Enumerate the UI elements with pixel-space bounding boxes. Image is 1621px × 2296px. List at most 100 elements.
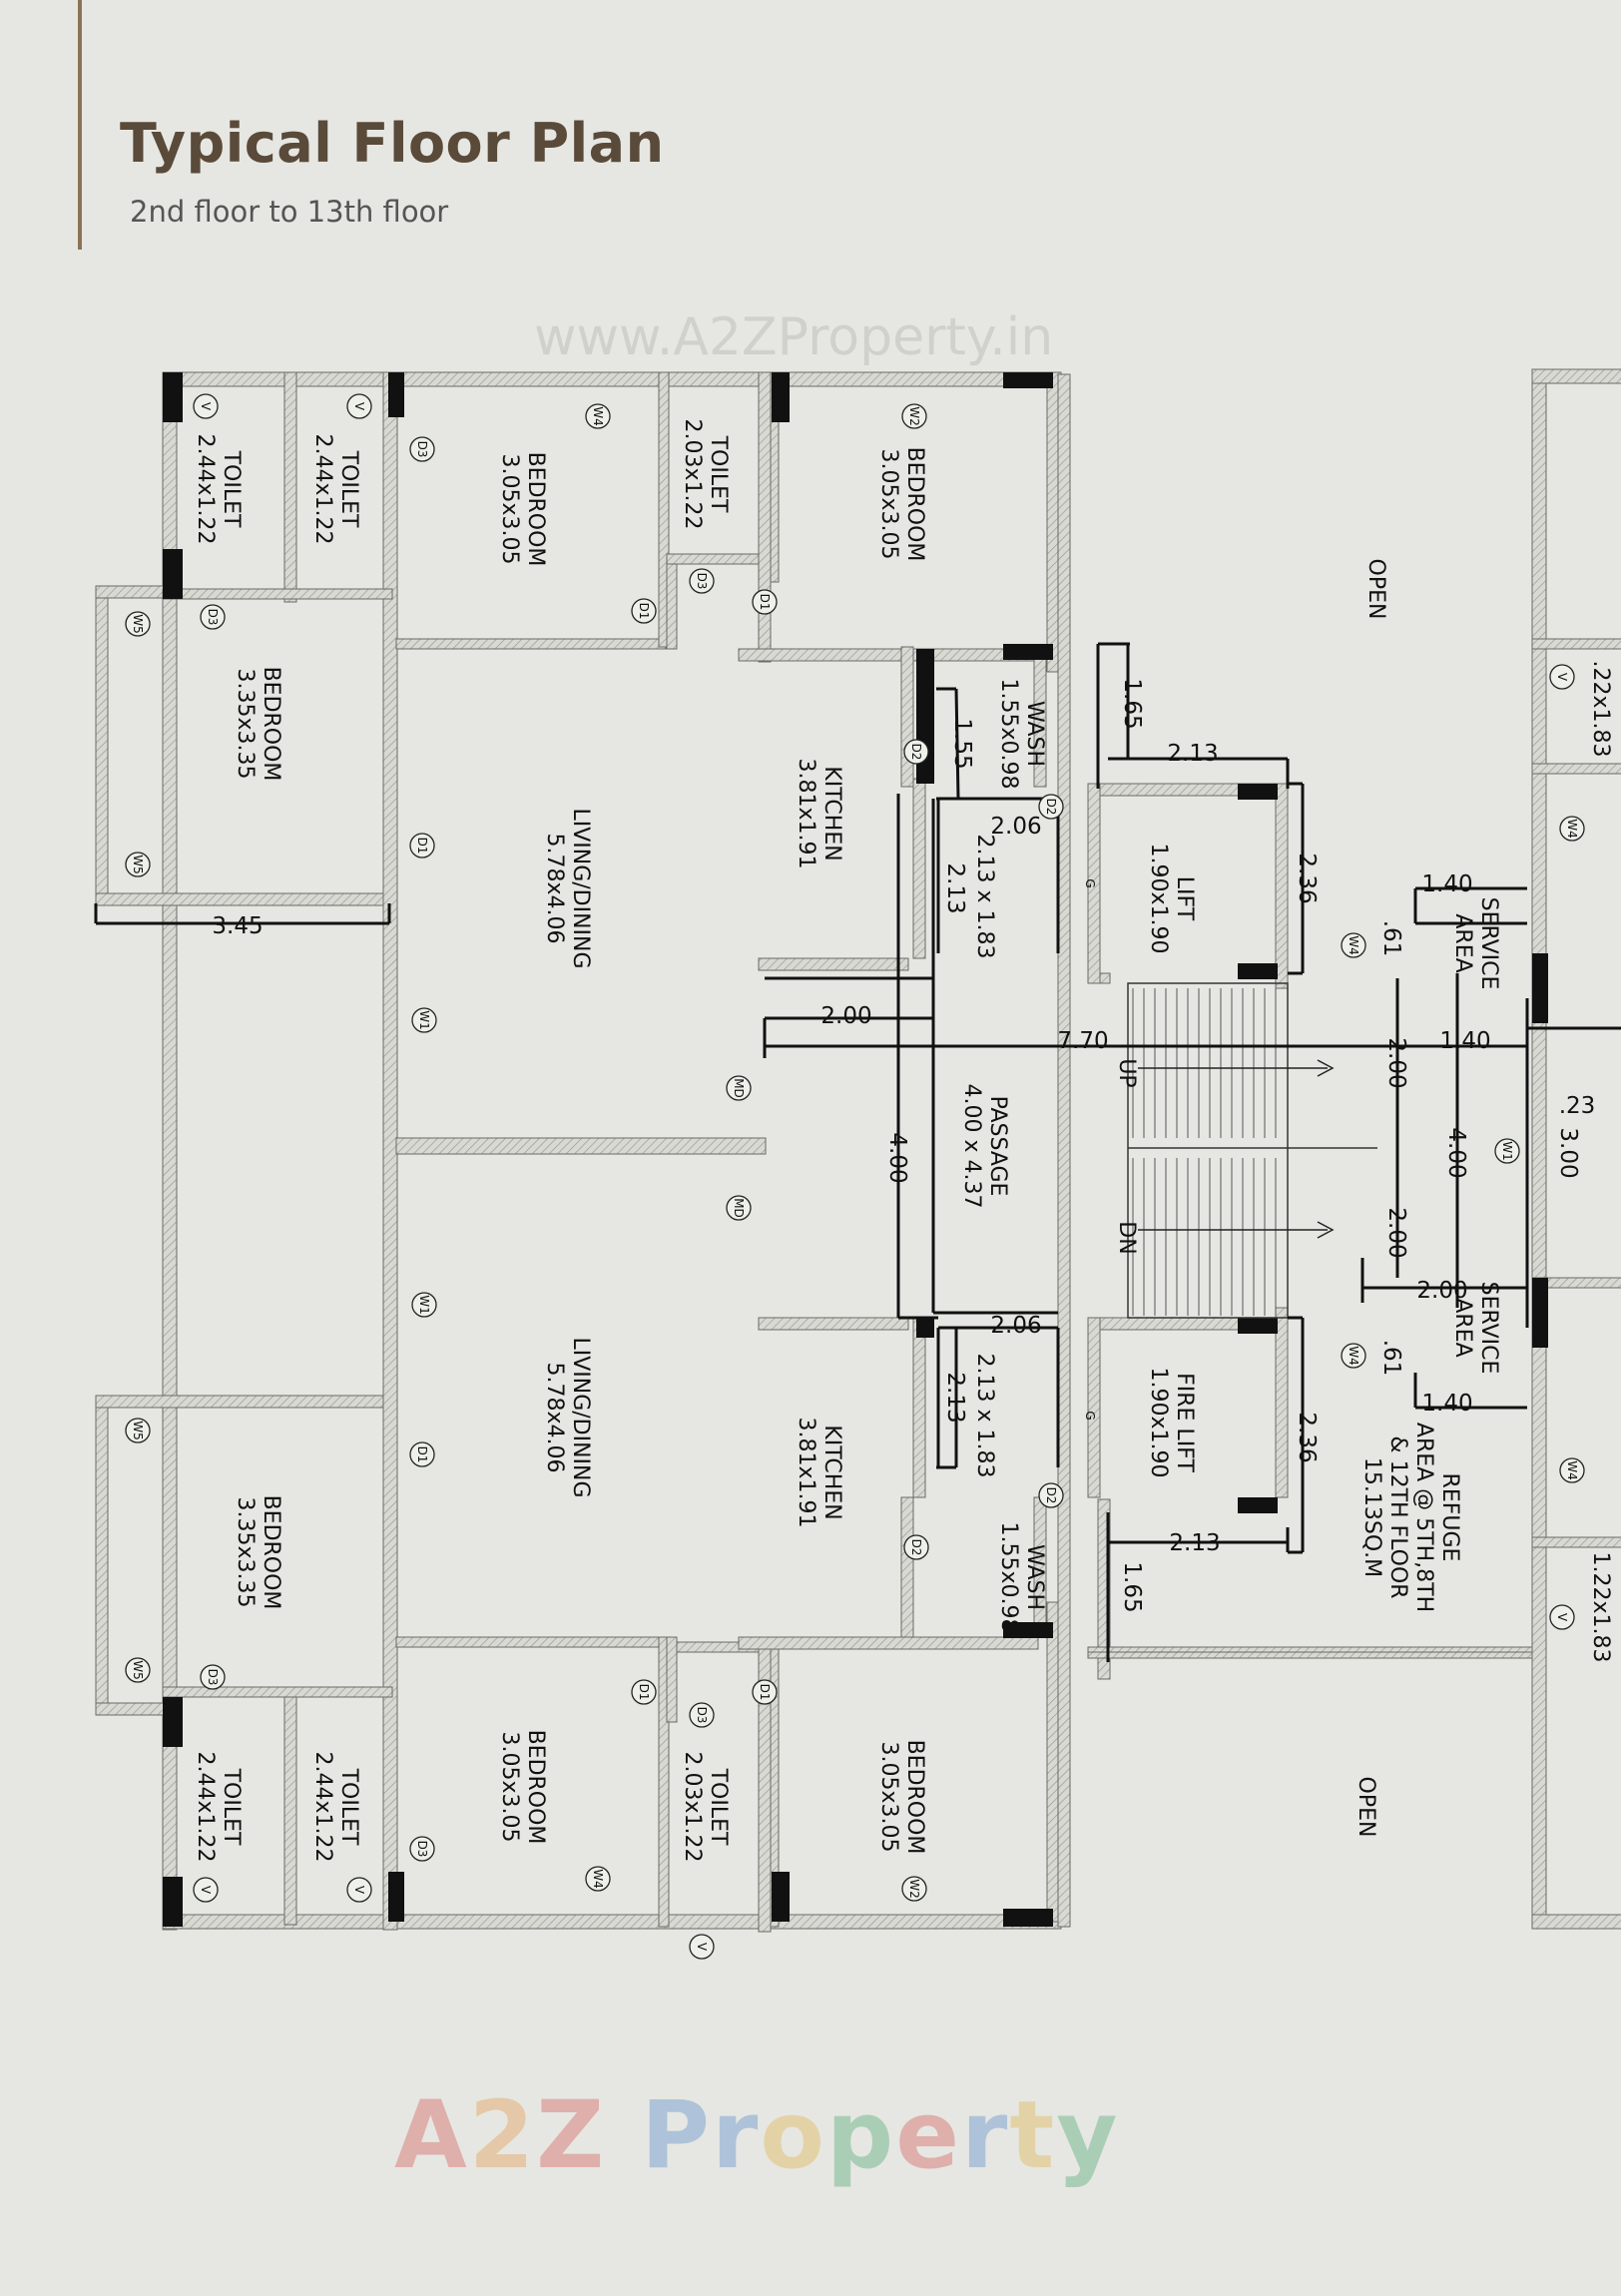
room-label-bedroom-bottom-right: BEDROOM3.05x3.05 bbox=[876, 1740, 927, 1855]
tag-label: D1 bbox=[415, 838, 429, 855]
room-label-passage: PASSAGE4.00 x 4.37 bbox=[959, 1084, 1010, 1209]
room-label-kitchen-bottom: KITCHEN3.81x1.91 bbox=[794, 1418, 844, 1528]
tag-label: D1 bbox=[758, 1684, 772, 1701]
tag-circle bbox=[200, 604, 226, 630]
room-label-line: 2.44x1.22 bbox=[310, 434, 335, 545]
tag-label: W1 bbox=[1500, 1141, 1514, 1161]
wall-segment bbox=[658, 371, 670, 648]
tag-label: D1 bbox=[637, 1684, 651, 1701]
tag-circle bbox=[411, 1292, 437, 1318]
wall-segment bbox=[666, 1636, 678, 1723]
room-label-line: TOILET bbox=[706, 1768, 731, 1846]
wall-segment bbox=[1531, 368, 1547, 1928]
room-label-bedroom-bottom-left: BEDROOM3.35x3.35 bbox=[233, 1495, 283, 1610]
dimension-label-d140-bottom: 1.40 bbox=[1421, 1391, 1472, 1417]
room-label-line: 1.55x0.98 bbox=[996, 1522, 1021, 1633]
wall-segment bbox=[395, 1137, 767, 1155]
tag-circle bbox=[125, 1657, 151, 1683]
logo-letter: r bbox=[960, 2081, 1010, 2190]
column bbox=[772, 1872, 790, 1922]
wall-segment bbox=[95, 1395, 109, 1716]
room-label-line: 3.35x3.35 bbox=[233, 1497, 258, 1608]
column bbox=[1238, 784, 1278, 800]
tag-label: D1 bbox=[415, 1446, 429, 1463]
tag-circle bbox=[125, 611, 151, 637]
wall-segment bbox=[658, 1636, 670, 1928]
room-label-toilet-b-top: TOILET2.44x1.22 bbox=[310, 434, 361, 545]
room-label-line: SERVICE bbox=[1476, 897, 1501, 990]
column bbox=[1238, 1497, 1278, 1513]
tag-circle bbox=[1549, 664, 1575, 690]
room-label-living-top: LIVING/DINING5.78x4.06 bbox=[542, 808, 593, 968]
tag-label: D2 bbox=[909, 744, 923, 761]
wall-segment bbox=[1087, 1317, 1101, 1498]
tag-label: W4 bbox=[1565, 819, 1579, 839]
dimension-label-d213-lobby-bottom: 2.13 bbox=[942, 1372, 968, 1423]
wall-segment bbox=[738, 1636, 1039, 1650]
tag-label: W2 bbox=[907, 1879, 921, 1899]
tag-circle bbox=[1341, 1343, 1366, 1369]
tag-label: W4 bbox=[1347, 1346, 1360, 1366]
tag-label: D1 bbox=[637, 603, 651, 620]
room-label-wash-top: WASH1.55x0.98 bbox=[996, 679, 1047, 790]
room-label-line: AREA bbox=[1450, 913, 1475, 972]
logo-letter: P bbox=[641, 2081, 712, 2190]
wall-segment bbox=[395, 638, 667, 650]
logo-letter: t bbox=[1009, 2081, 1057, 2190]
tag-label: V bbox=[695, 1943, 709, 1952]
logo-letter: e bbox=[895, 2081, 961, 2190]
tag-circle bbox=[346, 1877, 372, 1903]
logo-letter: A bbox=[394, 2081, 469, 2190]
dimension-label-d770: 7.70 bbox=[1057, 1028, 1108, 1054]
room-label-line: BEDROOM bbox=[259, 1495, 283, 1610]
wall-segment bbox=[912, 1317, 926, 1498]
dimension-label-d236-top: 2.36 bbox=[1294, 853, 1320, 903]
tag-label: D3 bbox=[415, 441, 429, 458]
wall-segment bbox=[912, 778, 926, 959]
wall-segment bbox=[95, 585, 109, 906]
dimension-label-d200-bottom: 2.00 bbox=[1416, 1278, 1467, 1304]
room-label-kitchen-top: KITCHEN3.81x1.91 bbox=[794, 759, 844, 869]
room-label-line: PASSAGE bbox=[985, 1096, 1010, 1197]
room-label-right-top-partial: .22x1.83 bbox=[1588, 661, 1613, 758]
room-label-line: 1.90x1.90 bbox=[1146, 1368, 1171, 1478]
dimension-label-d61-top: .61 bbox=[1378, 920, 1404, 957]
logo-letter: y bbox=[1056, 2081, 1120, 2190]
wall-segment bbox=[1531, 763, 1621, 775]
tag-label: W4 bbox=[1347, 935, 1360, 955]
tag-label: W5 bbox=[131, 1660, 145, 1680]
tag-label: W4 bbox=[591, 406, 605, 426]
dimension-label-d206-top: 2.06 bbox=[990, 814, 1041, 840]
wall-segment bbox=[95, 892, 396, 906]
column bbox=[1238, 1318, 1278, 1334]
logo-letter: r bbox=[711, 2081, 761, 2190]
tag-circle bbox=[901, 403, 927, 429]
column bbox=[1532, 953, 1548, 1023]
room-label-line: REFUGE bbox=[1437, 1473, 1462, 1562]
wall-segment bbox=[162, 1686, 393, 1698]
tag-label: W5 bbox=[131, 855, 145, 874]
dimension-label-d213-lobby-top: 2.13 bbox=[942, 862, 968, 913]
wall-segment bbox=[900, 1496, 914, 1638]
room-label-line: KITCHEN bbox=[819, 766, 844, 861]
wall-segment bbox=[900, 646, 914, 788]
room-label-line: OPEN bbox=[1363, 559, 1388, 620]
room-label-line: 1.90x1.90 bbox=[1146, 844, 1171, 954]
dimension-label-d206-bottom: 2.06 bbox=[990, 1313, 1041, 1339]
wall-segment bbox=[1275, 783, 1289, 989]
tag-circle bbox=[409, 833, 435, 859]
dimension-label-d400-right: 4.00 bbox=[1443, 1127, 1469, 1178]
dimension-label-d155: 1.55 bbox=[949, 718, 975, 769]
tag-circle bbox=[409, 1836, 435, 1862]
walls bbox=[95, 368, 1621, 1933]
wall-segment bbox=[1531, 638, 1621, 650]
logo-letter: p bbox=[825, 2081, 896, 2190]
page-title: Typical Floor Plan bbox=[120, 112, 665, 175]
tag-circle bbox=[1038, 794, 1064, 820]
room-label-toilet-c-top: TOILET2.03x1.22 bbox=[680, 419, 731, 530]
room-label-bedroom-top-right: BEDROOM3.05x3.05 bbox=[876, 447, 927, 562]
dimension-label-d200-left: 2.00 bbox=[820, 1003, 871, 1029]
details bbox=[94, 393, 1621, 1960]
